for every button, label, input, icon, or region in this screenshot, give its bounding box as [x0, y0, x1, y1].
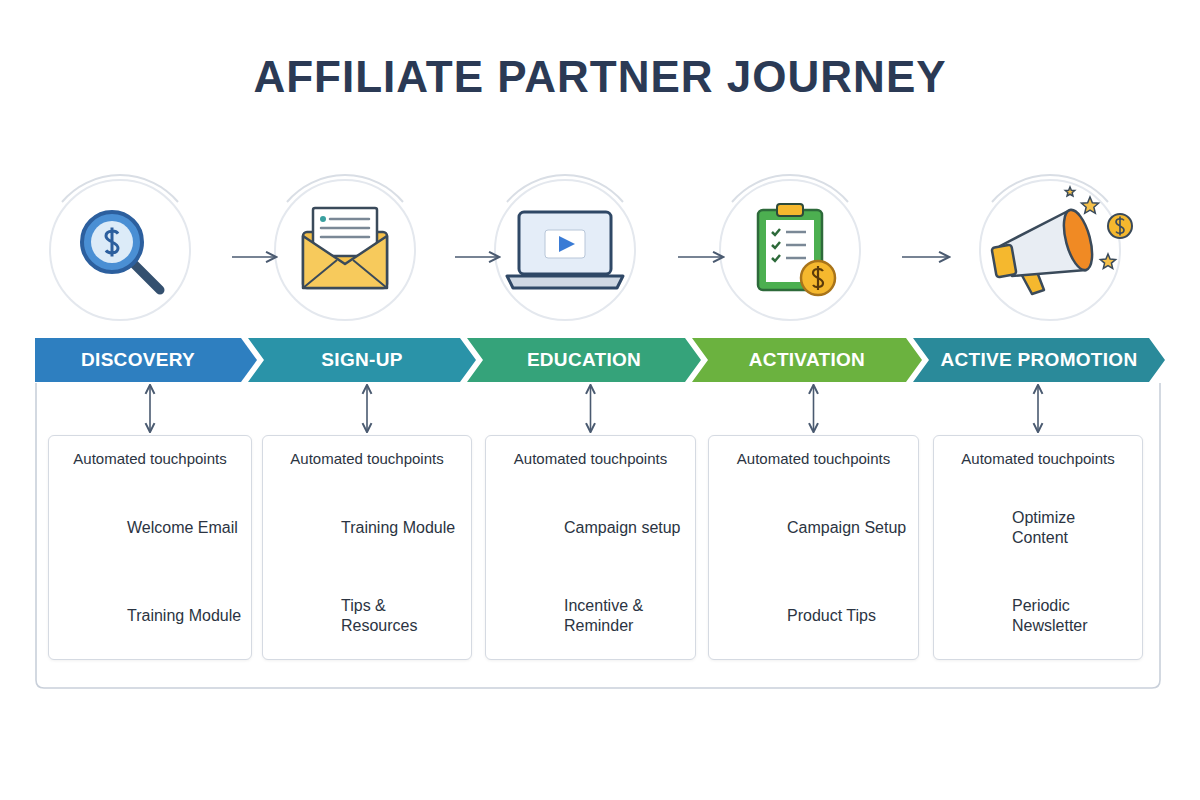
- stage-label: DISCOVERY: [35, 338, 257, 382]
- magnifier-icon: [82, 212, 160, 290]
- panel-heading: Automated touchpoints: [938, 450, 1138, 467]
- touchpoint-panel: Automated touchpointsOptimize ContentPer…: [933, 435, 1143, 660]
- stage-connector: [149, 386, 151, 431]
- stage-chevron: ACTIVE PROMOTION: [913, 338, 1165, 382]
- clipboard-icon: [758, 204, 835, 295]
- stage-label: EDUCATION: [467, 338, 701, 382]
- icon-arc: [507, 175, 623, 202]
- stage-chevron: SIGN-UP: [248, 338, 476, 382]
- icon-circle: [50, 180, 190, 320]
- touchpoint-item: Campaign setup: [564, 518, 687, 538]
- flow-arrow: [455, 256, 498, 258]
- stage-label: ACTIVATION: [692, 338, 922, 382]
- touchpoint-item: Product Tips: [787, 606, 910, 626]
- touchpoint-item: Incentive & Reminder: [564, 596, 687, 636]
- icon-arc: [732, 175, 848, 202]
- icon-circle: [720, 180, 860, 320]
- stage-label: ACTIVE PROMOTION: [913, 338, 1165, 382]
- stage-chevron: DISCOVERY: [35, 338, 257, 382]
- flow-arrow: [902, 256, 948, 258]
- stage-label: SIGN-UP: [248, 338, 476, 382]
- icon-circle: [495, 180, 635, 320]
- touchpoint-item: Campaign Setup: [787, 518, 910, 538]
- touchpoint-panel: Automated touchpointsCampaign setupIncen…: [485, 435, 696, 660]
- icon-circle: [980, 180, 1120, 320]
- stage-connector: [590, 386, 592, 431]
- envelope-icon: [303, 208, 387, 288]
- touchpoint-item: Training Module: [341, 518, 463, 538]
- touchpoint-item: Welcome Email: [127, 518, 243, 538]
- stage-chevron: EDUCATION: [467, 338, 701, 382]
- touchpoint-item: Periodic Newsletter: [1012, 596, 1134, 636]
- touchpoint-item: Tips & Resources: [341, 596, 463, 636]
- touchpoint-panel: Automated touchpointsWelcome EmailTraini…: [48, 435, 252, 660]
- panel-heading: Automated touchpoints: [53, 450, 247, 467]
- panel-frame: [36, 383, 1160, 688]
- panel-heading: Automated touchpoints: [490, 450, 691, 467]
- panel-heading: Automated touchpoints: [267, 450, 467, 467]
- touchpoint-panel: Automated touchpointsCampaign SetupProdu…: [708, 435, 919, 660]
- icon-arc: [287, 175, 403, 202]
- panel-heading: Automated touchpoints: [713, 450, 914, 467]
- touchpoint-panel: Automated touchpointsTraining ModuleTips…: [262, 435, 472, 660]
- stage-connector: [366, 386, 368, 431]
- flow-arrow: [232, 256, 275, 258]
- megaphone-icon: [992, 187, 1132, 294]
- laptop-icon: [507, 212, 623, 288]
- stage-chevron: ACTIVATION: [692, 338, 922, 382]
- flow-arrow: [678, 256, 722, 258]
- diagram-title: AFFILIATE PARTNER JOURNEY: [0, 52, 1200, 102]
- stage-connector: [813, 386, 815, 431]
- stage-connector: [1037, 386, 1039, 431]
- touchpoint-item: Optimize Content: [1012, 508, 1134, 548]
- touchpoint-item: Training Module: [127, 606, 243, 626]
- icon-circle: [275, 180, 415, 320]
- icon-arc: [62, 175, 178, 202]
